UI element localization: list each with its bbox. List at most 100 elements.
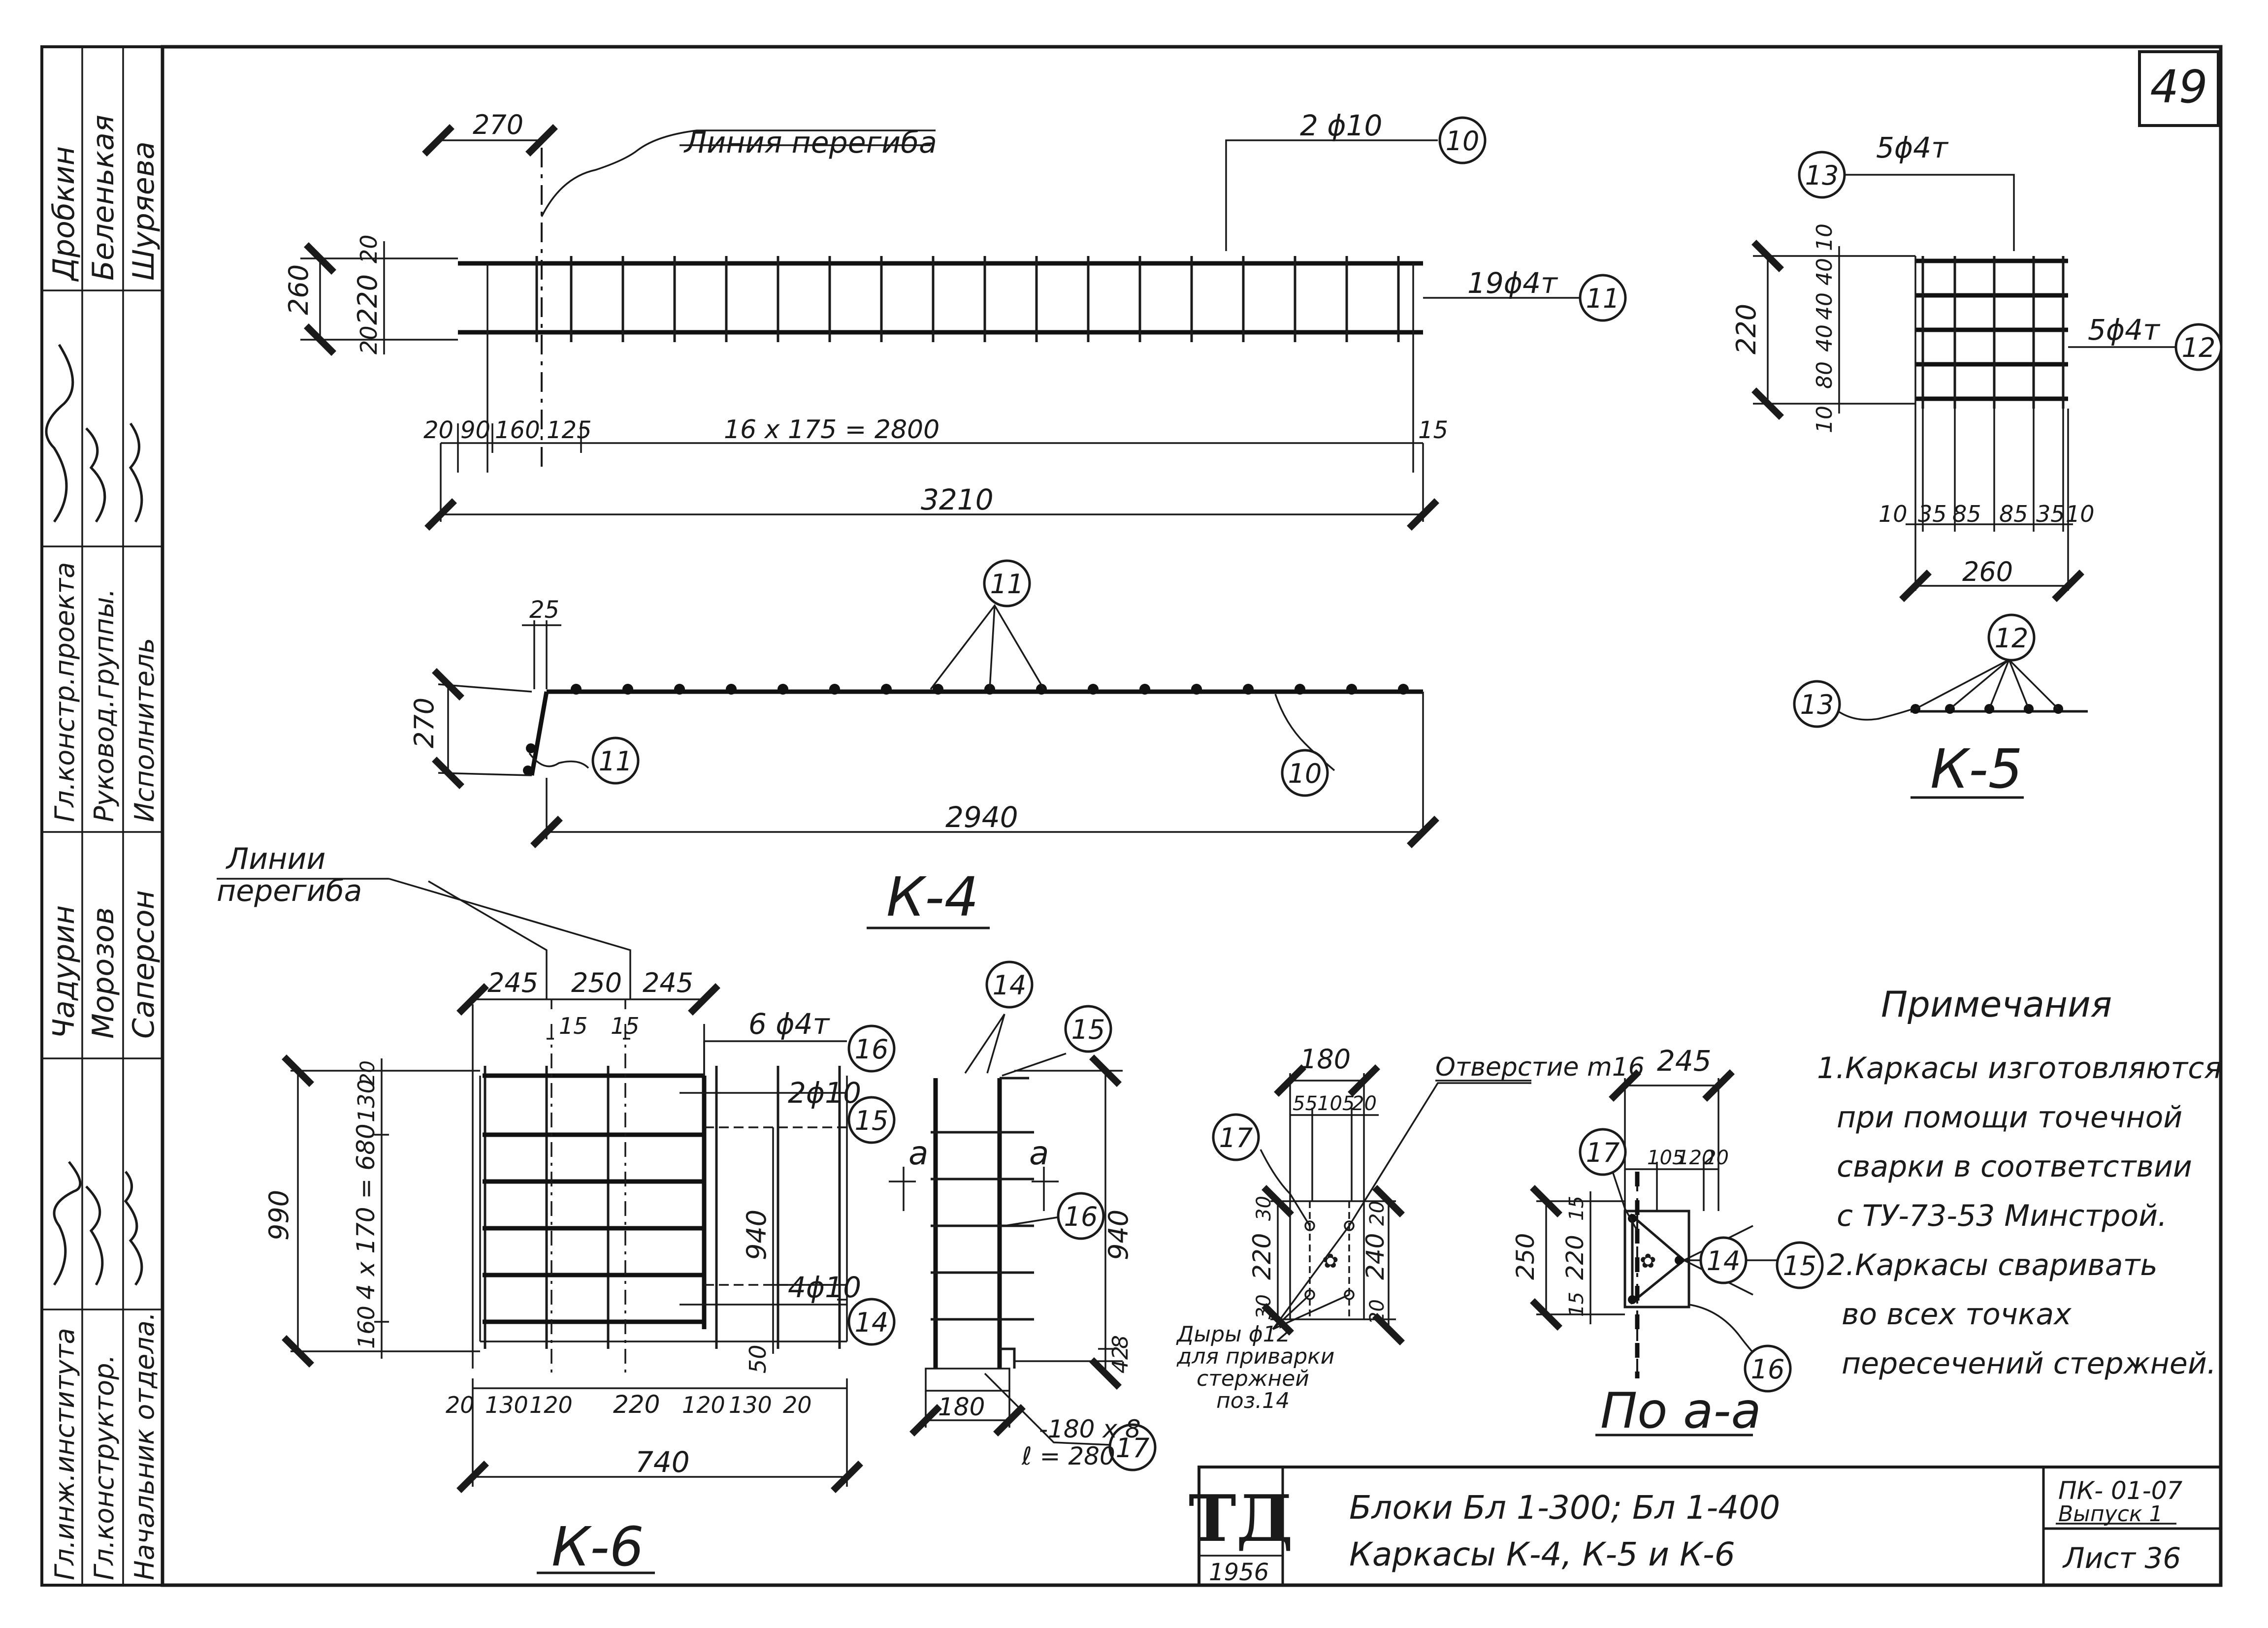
k5-elevation: 12 13 К-5 xyxy=(1793,613,2088,800)
k6-bend-label-2: перегиба xyxy=(217,874,362,908)
k5-hdim-1: 10 xyxy=(1879,501,1908,527)
k4-mark-10-elev xyxy=(1281,749,1329,797)
side-dim-42: 42 xyxy=(1108,1346,1133,1373)
k4-title: К-4 xyxy=(886,865,979,928)
k6-mark-16-text: 16 xyxy=(855,1034,889,1065)
k6-side-mark-14 xyxy=(985,960,1034,1009)
stamp-role-1: Гл.инж.института xyxy=(49,1328,80,1580)
k6-front: Линии перегиба 245 250 245 15 15 6 ϕ4т 1… xyxy=(217,842,896,1578)
section-subdim-3: 20 xyxy=(1704,1147,1729,1169)
plate-ldim-2: 220 xyxy=(1248,1233,1276,1280)
k6-bar-16-label: 6 ϕ4т xyxy=(748,1007,831,1041)
k4-mark-11-end-text: 11 xyxy=(599,746,633,777)
note-line-3: сварки в соответствии xyxy=(1837,1149,2192,1184)
k6-dim-940: 940 xyxy=(741,1210,772,1260)
k5-vdim-3: 40 xyxy=(1812,292,1837,320)
title-sheet: Лист 36 xyxy=(2062,1541,2181,1575)
notes: Примечания 1.Каркасы изготовляются при п… xyxy=(1817,984,2222,1381)
hole-label: Отверстие m16 xyxy=(1435,1053,1645,1082)
k4-stirrups xyxy=(535,256,1400,342)
title-line-2: Каркасы К-4, К-5 и К-6 xyxy=(1349,1535,1735,1573)
k4-mark-11-elev-text: 11 xyxy=(990,569,1024,600)
k4-dim-20a: 20 xyxy=(356,234,382,263)
section-mark-14 xyxy=(1699,1236,1748,1284)
k6-mark-15-text: 15 xyxy=(855,1105,889,1136)
k4-mark-10-top-text: 10 xyxy=(1446,126,1480,157)
note-line-5: 2.Каркасы сваривать xyxy=(1827,1248,2158,1282)
k4-dim-top-270: 270 xyxy=(473,109,523,140)
k5-mark-13-elev-text: 13 xyxy=(1800,689,1834,720)
plate-mark-17-text: 17 xyxy=(1219,1122,1253,1153)
k5-vdim-4: 40 xyxy=(1812,324,1837,352)
k6-title: К-6 xyxy=(551,1515,644,1578)
k6-mark-14-text: 14 xyxy=(855,1307,889,1338)
k4-bdim-5: 16 х 175 = 2800 xyxy=(724,415,940,445)
note-line-6: во всех точках xyxy=(1842,1297,2072,1332)
k5-height-220: 220 xyxy=(1731,304,1762,354)
stamp-role-6: Исполнитель xyxy=(129,638,160,822)
plate-length: ℓ = 280 xyxy=(1021,1442,1115,1470)
section-subdim-1: 105 xyxy=(1647,1147,1685,1169)
plate-ldim-3: 30 xyxy=(1253,1294,1275,1319)
k6-bar-15-label: 2ϕ10 xyxy=(788,1076,861,1110)
section-ldim-220: 220 xyxy=(1561,1235,1589,1280)
k6-topdim-2: 250 xyxy=(571,967,622,998)
k5-hdim-5: 35 xyxy=(2036,501,2065,527)
section-subdim-2: 120 xyxy=(1677,1147,1714,1169)
holes-note-2: для приварки xyxy=(1176,1344,1334,1369)
k4-bdim-6: 15 xyxy=(1418,416,1448,444)
notes-title: Примечания xyxy=(1881,984,2112,1025)
k6-topdim-1: 245 xyxy=(487,967,538,998)
section-mark-17 xyxy=(1579,1128,1627,1176)
k5-vdim-6: 10 xyxy=(1812,406,1837,433)
holes-note-1: Дыры ϕ12 xyxy=(1176,1322,1291,1347)
k4-dim-20b: 20 xyxy=(356,325,382,354)
k6-side-view: 14 15 16 17 а а 940 8 42 180 -180 х 8 ℓ … xyxy=(889,960,1157,1471)
k6-dim-990: 990 xyxy=(263,1190,294,1241)
k6-dim-20: 20 xyxy=(356,1060,379,1085)
k5-mark-12-elev xyxy=(1987,613,2036,662)
k6-side-mark-15-text: 15 xyxy=(1071,1014,1105,1045)
k6-width-740: 740 xyxy=(635,1445,690,1479)
k5-mark-13-top-text: 13 xyxy=(1805,160,1839,191)
stamp-role-2: Гл.констр.проекта xyxy=(49,562,80,822)
plate-ldim-1: 30 xyxy=(1253,1196,1275,1221)
k6-mark-15 xyxy=(847,1096,896,1144)
holes-note-4: поз.14 xyxy=(1216,1388,1290,1413)
title-year: 1956 xyxy=(1209,1559,1269,1586)
section-mark-left: а xyxy=(908,1134,928,1172)
k6-side-mark-17 xyxy=(1108,1423,1157,1471)
k5-bar-top-label: 5ϕ4т xyxy=(1876,131,1949,164)
k6-bdim-5: 120 xyxy=(682,1392,725,1418)
k4-plan: Линия перегиба 270 2 ϕ10 10 19ϕ4т 11 260… xyxy=(283,109,1627,531)
k4-mark-11-side xyxy=(1579,274,1627,322)
k5-hdim-4: 85 xyxy=(1999,501,2028,527)
k5-vdim-5: 80 xyxy=(1812,361,1837,389)
k4-bdim-2: 90 xyxy=(460,416,490,444)
k6-side-mark-16-text: 16 xyxy=(1064,1201,1098,1232)
stamp-role-5: Начальник отдела. xyxy=(129,1312,160,1580)
k6-bdim-2: 130 xyxy=(485,1392,528,1418)
plate-detail: ✿ 180 55 105 20 Отверстие m16 17 30 220 … xyxy=(1176,1044,1645,1413)
title-logo: ТД xyxy=(1189,1481,1293,1556)
sheet-number: 49 xyxy=(2150,61,2207,113)
k6-dim-680: 4 х 170 = 680 xyxy=(352,1123,380,1300)
k6-bdim-4: 220 xyxy=(613,1390,660,1419)
note-line-7: пересечений стержней. xyxy=(1842,1346,2216,1381)
k6-bdim-1: 20 xyxy=(446,1392,475,1418)
approval-stamp: Гл.инж.института Гл.конструктор. Начальн… xyxy=(40,45,164,1587)
k4-dim-220: 220 xyxy=(352,274,383,325)
section-ldim-250: 250 xyxy=(1511,1233,1540,1280)
k6-innerdim-2: 15 xyxy=(611,1013,640,1039)
title-line-1: Блоки Бл 1-300; Бл 1-400 xyxy=(1349,1489,1780,1527)
plate-subdim-1: 55 xyxy=(1293,1092,1318,1115)
k4-bdim-3: 160 xyxy=(495,416,540,444)
title-code: ПК- 01-07 xyxy=(2058,1476,2183,1505)
plate-size: -180 х 8 xyxy=(1039,1415,1141,1443)
section-ldim-15a: 15 xyxy=(1565,1196,1588,1221)
stamp-role-3: Гл.конструктор. xyxy=(89,1354,120,1580)
plate-rdim-1: 240 xyxy=(1361,1233,1390,1280)
k6-topdim-3: 245 xyxy=(643,967,693,998)
k6-mark-14 xyxy=(847,1298,896,1346)
